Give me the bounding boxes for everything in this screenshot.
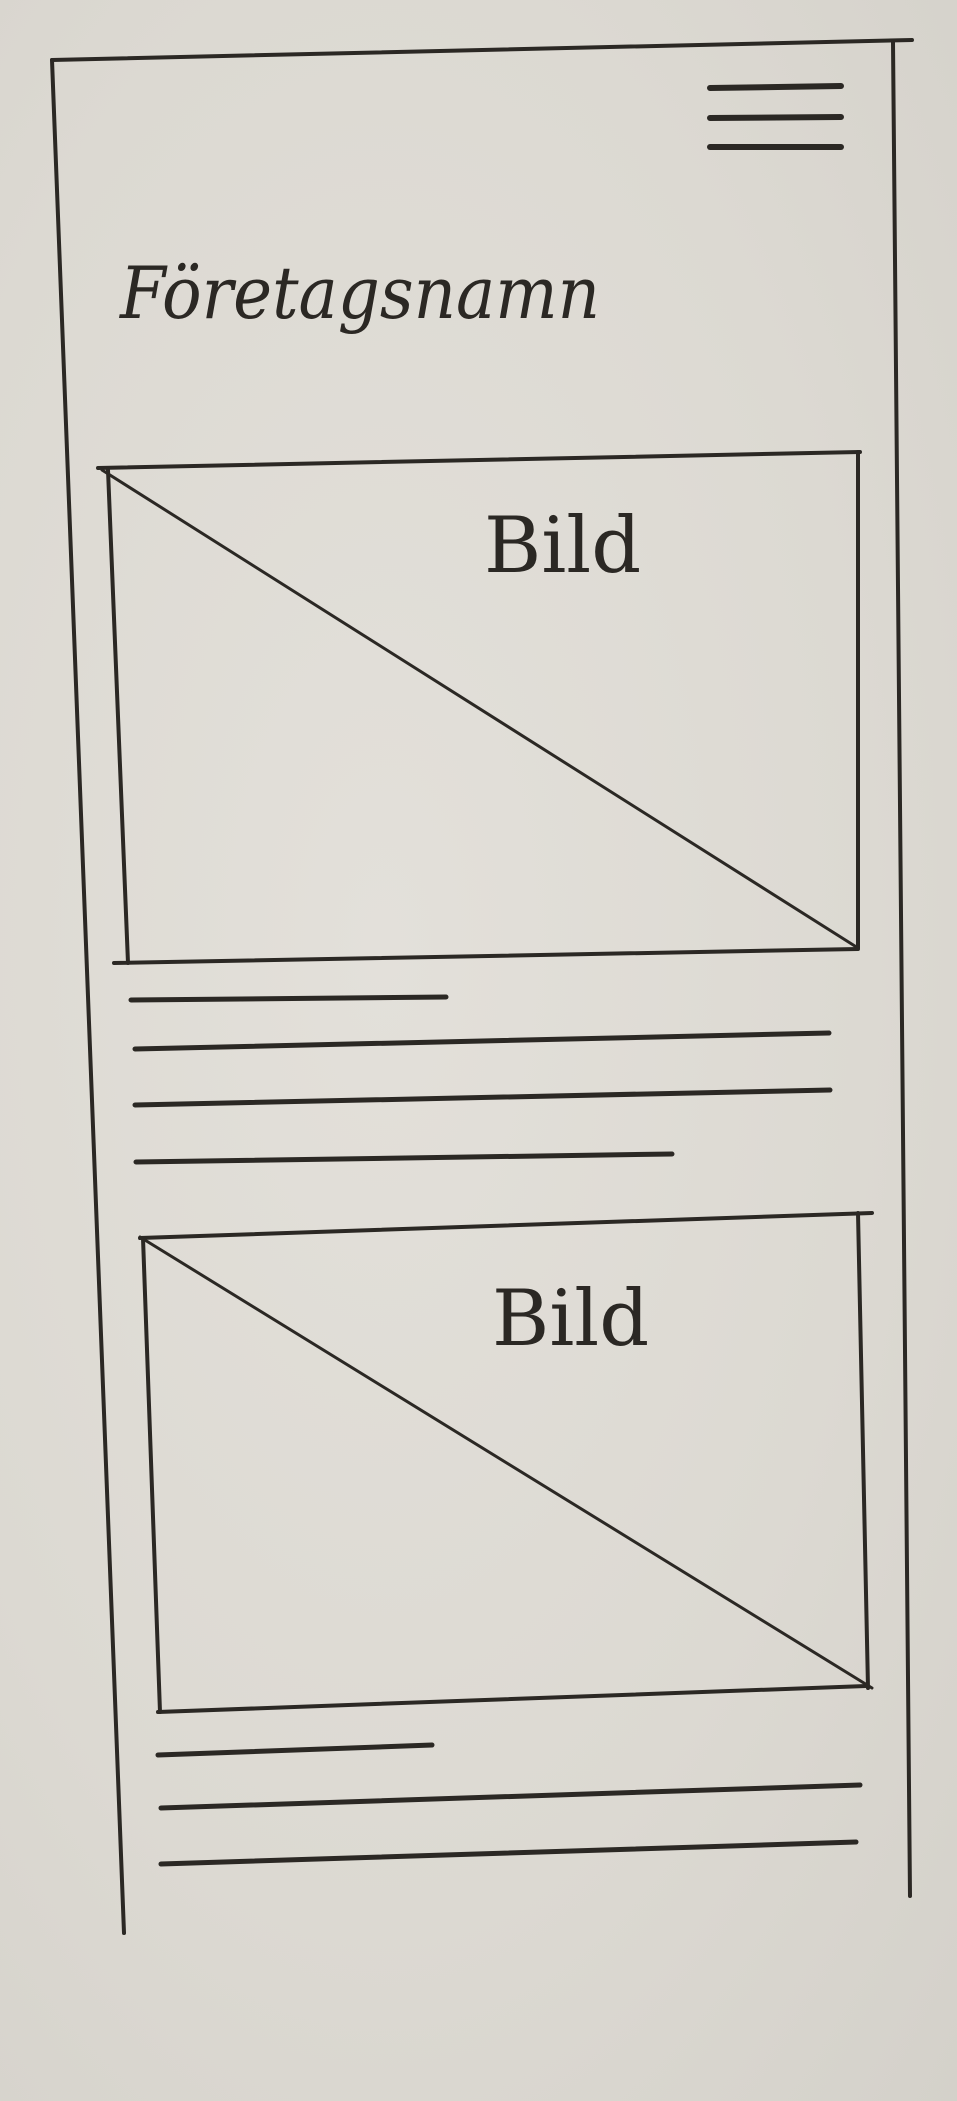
company-name: Företagsnamn — [118, 251, 600, 335]
text-line — [158, 1839, 859, 1867]
image-label-1: Bild — [484, 501, 641, 591]
text-line — [155, 1742, 435, 1758]
text-line — [132, 1087, 833, 1108]
text-line — [132, 1030, 832, 1052]
image-placeholder-2 — [138, 1211, 874, 1714]
text-line — [133, 1151, 675, 1165]
image-placeholder-1 — [96, 450, 862, 965]
text-placeholder-block-1 — [128, 994, 833, 1165]
image-placeholder-diagonal-2 — [138, 1235, 874, 1690]
text-line — [158, 1782, 863, 1811]
text-placeholder-block-2 — [155, 1742, 863, 1867]
image-placeholder-diagonal-1 — [100, 468, 860, 950]
image-label-2: Bild — [492, 1274, 649, 1364]
hamburger-menu-icon[interactable] — [707, 83, 844, 150]
text-line — [128, 994, 449, 1003]
phone-frame — [50, 38, 914, 1935]
